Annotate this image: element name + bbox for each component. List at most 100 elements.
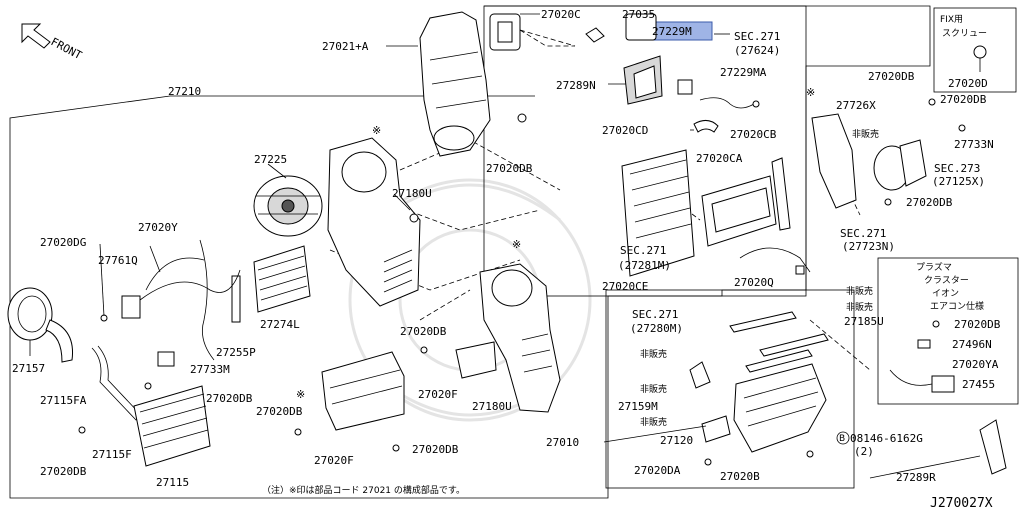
- label-27020DA[interactable]: 27020DA: [634, 464, 681, 477]
- label-27115F[interactable]: 27115F: [92, 448, 132, 461]
- label-27020DB-f[interactable]: 27020DB: [400, 325, 447, 338]
- label-27020Q[interactable]: 27020Q: [734, 276, 774, 289]
- not-sold-4: 非販売: [640, 348, 667, 360]
- label-27035[interactable]: 27035: [622, 8, 655, 21]
- label-27020DB-e[interactable]: 27020DB: [954, 318, 1001, 331]
- label-27115FA[interactable]: 27115FA: [40, 394, 87, 407]
- part-27225-blower-motor: [253, 175, 323, 237]
- not-sold-6: 非販売: [640, 416, 667, 428]
- diagram-id: J270027X: [930, 496, 993, 511]
- label-27229M[interactable]: 27229M: [652, 25, 692, 38]
- label-27020DB-i[interactable]: 27020DB: [412, 443, 459, 456]
- front-label: FRONT: [49, 35, 85, 62]
- part-27021A-duct: [419, 11, 491, 157]
- plasma-line-3: イオン: [932, 288, 959, 299]
- label-27733M[interactable]: 27733M: [190, 363, 230, 376]
- label-27159M[interactable]: 27159M: [618, 400, 658, 413]
- fix-screw-box: [933, 7, 1017, 93]
- svg-text:※: ※: [372, 124, 381, 137]
- svg-text:※: ※: [512, 238, 521, 251]
- label-27020DB-c[interactable]: 27020DB: [486, 162, 533, 175]
- label-27020B[interactable]: 27020B: [720, 470, 760, 483]
- label-27157[interactable]: 27157: [12, 362, 45, 375]
- label-27020F-b[interactable]: 27020F: [314, 454, 354, 467]
- part-27159M-link: [689, 361, 711, 389]
- part-27229M-sensor: [625, 13, 693, 95]
- label-sec273[interactable]: SEC.273: [934, 162, 980, 175]
- label-sec271-27281M[interactable]: SEC.271: [620, 244, 666, 257]
- label-27010[interactable]: 27010: [546, 436, 579, 449]
- fix-box-title-1: FIX用: [940, 14, 963, 25]
- plasma-line-4: エアコン仕様: [930, 300, 984, 312]
- label-08146-qty[interactable]: (2): [854, 445, 874, 458]
- part-27229MA-harness: [699, 97, 760, 109]
- label-sec271-27723N[interactable]: SEC.271: [840, 227, 886, 240]
- label-27020CA[interactable]: 27020CA: [696, 152, 743, 165]
- label-27020CB[interactable]: 27020CB: [730, 128, 777, 141]
- label-27020DB-a[interactable]: 27020DB: [868, 70, 915, 83]
- not-sold-2: 非販売: [846, 285, 873, 297]
- label-27289R[interactable]: 27289R: [896, 471, 936, 484]
- not-sold-1: 非販売: [852, 128, 879, 140]
- label-27120[interactable]: 27120: [660, 434, 693, 447]
- screw-icons: [78, 98, 966, 466]
- label-27210[interactable]: 27210: [168, 85, 201, 98]
- label-27020DB-h[interactable]: 27020DB: [256, 405, 303, 418]
- part-27020Y-harness: [145, 239, 215, 361]
- label-27185U[interactable]: 27185U: [844, 315, 884, 328]
- not-sold-3: 非販売: [846, 301, 873, 313]
- label-27020DB-d[interactable]: 27020DB: [906, 196, 953, 209]
- label-27180U-b[interactable]: 27180U: [472, 400, 512, 413]
- label-27255P[interactable]: 27255P: [216, 346, 256, 359]
- label-27733N[interactable]: 27733N: [954, 138, 994, 151]
- label-sec271-27280M[interactable]: SEC.271: [632, 308, 678, 321]
- label-27020DB-g[interactable]: 27020DB: [206, 392, 253, 405]
- part-27125X-motor: [873, 139, 927, 191]
- fix-box-part[interactable]: 27020D: [948, 77, 988, 90]
- label-sec271-27624-sub[interactable]: (27624): [734, 44, 780, 57]
- part-labels: 27020C 27035 27229M SEC.271 (27624) 2702…: [12, 8, 1001, 489]
- label-27020CD[interactable]: 27020CD: [602, 124, 648, 137]
- part-27185U-levers: [729, 311, 829, 373]
- label-27180U[interactable]: 27180U: [392, 187, 432, 200]
- svg-text:※: ※: [296, 388, 305, 401]
- label-27289N[interactable]: 27289N: [556, 79, 596, 92]
- label-27496N[interactable]: 27496N: [952, 338, 992, 351]
- label-27020DB-b[interactable]: 27020DB: [940, 93, 987, 106]
- label-27229MA[interactable]: 27229MA: [720, 66, 767, 79]
- part-27289N-seal: [623, 55, 663, 105]
- label-27761Q[interactable]: 27761Q: [98, 254, 138, 267]
- part-27035-clip: [585, 27, 605, 43]
- label-27021A[interactable]: 27021+A: [322, 40, 369, 53]
- part-27761Q-module: [121, 269, 241, 319]
- label-27455[interactable]: 27455: [962, 378, 995, 391]
- label-sec273-27125X[interactable]: (27125X): [932, 175, 985, 188]
- label-27225[interactable]: 27225: [254, 153, 287, 166]
- label-27115[interactable]: 27115: [156, 476, 189, 489]
- label-sec271-27624[interactable]: SEC.271: [734, 30, 780, 43]
- part-filter-27020CE: [621, 149, 695, 277]
- leader-lines: [29, 13, 981, 479]
- label-27020F-a[interactable]: 27020F: [418, 388, 458, 401]
- part-27020CD-clip: [693, 120, 719, 133]
- label-27020CE[interactable]: 27020CE: [602, 280, 648, 293]
- not-sold-5: 非販売: [640, 383, 667, 395]
- label-27726X[interactable]: 27726X: [836, 99, 876, 112]
- label-27020DG[interactable]: 27020DG: [40, 236, 86, 249]
- plasma-line-1: プラズマ: [916, 261, 952, 273]
- label-27020DB-j[interactable]: 27020DB: [40, 465, 87, 478]
- part-27180U-housing-lower: [479, 263, 561, 413]
- label-27020C[interactable]: 27020C: [541, 8, 581, 21]
- label-sec271-27281M-sub[interactable]: (27281M): [618, 259, 671, 272]
- label-27274L[interactable]: 27274L: [260, 318, 300, 331]
- label-sec271-27280M-sub[interactable]: (27280M): [630, 322, 683, 335]
- plasma-line-2: クラスター: [924, 275, 969, 286]
- label-27020Y[interactable]: 27020Y: [138, 221, 178, 234]
- label-sec271-27723N-sub[interactable]: (27723N): [842, 240, 895, 253]
- part-bracket-mid: [455, 341, 497, 379]
- label-27020YA[interactable]: 27020YA: [952, 358, 999, 371]
- part-27274L-filter: [253, 245, 311, 313]
- label-08146[interactable]: 08146-6162G: [850, 432, 923, 445]
